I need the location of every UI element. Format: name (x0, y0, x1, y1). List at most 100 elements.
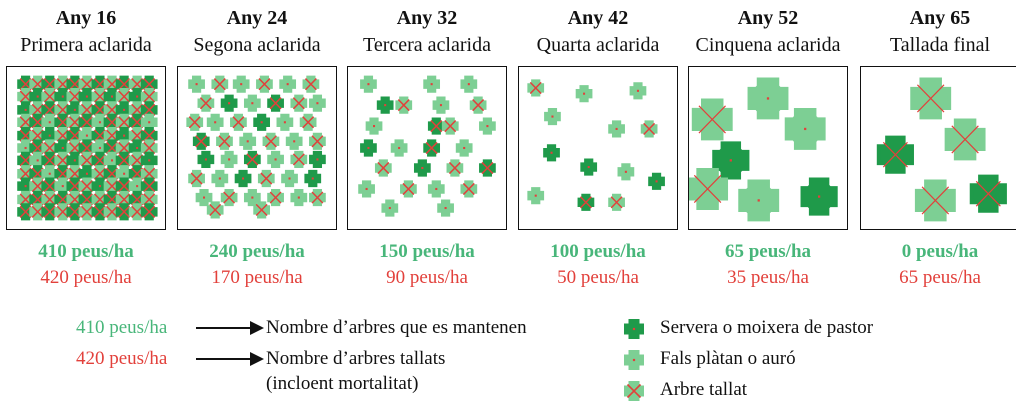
felled-tree (290, 150, 308, 169)
felled-tree (944, 118, 986, 161)
felled-tree (446, 159, 464, 177)
kept-count: 0 peus/ha (901, 241, 979, 262)
felled-tree (115, 87, 133, 106)
felled-tree (608, 193, 625, 211)
felled-tree (78, 113, 96, 131)
legend-felled: Arbre tallat (660, 379, 748, 400)
light-tree (309, 94, 326, 112)
light-tree (220, 150, 238, 169)
felled-tree (267, 94, 284, 112)
light-tree (455, 139, 473, 157)
light-tree (188, 75, 205, 93)
light-tree (784, 107, 826, 150)
cut-count: 170 peus/ha (211, 267, 303, 288)
dark-tree (376, 96, 394, 114)
felled-tree (577, 193, 595, 211)
kept-count: 65 peus/ha (724, 241, 812, 262)
dark-tree (413, 159, 431, 177)
dark-tree (712, 141, 750, 180)
felled-tree (211, 75, 229, 93)
felled-tree (640, 120, 658, 138)
light-tree (267, 150, 284, 169)
felled-tree (691, 98, 733, 141)
felled-tree (243, 150, 261, 169)
felled-tree (41, 203, 59, 221)
light-tree (527, 187, 545, 205)
felled-tree (253, 201, 271, 219)
stage-year: Any 32 (396, 7, 458, 29)
felled-tree (115, 203, 133, 221)
felled-tree (41, 87, 59, 106)
kept-count: 240 peus/ha (209, 241, 305, 262)
light-tree (617, 163, 635, 181)
legend-cut-example: 420 peus/ha (76, 348, 168, 369)
felled-tree (309, 188, 326, 207)
felled-tree (910, 77, 952, 120)
light-tree (437, 199, 454, 217)
light-tree (243, 188, 261, 207)
felled-tree (41, 151, 59, 169)
light-tree (365, 117, 383, 135)
legend-species-light: Fals plàtan o auró (660, 348, 796, 369)
felled-tree (115, 177, 133, 195)
felled-tree (302, 75, 320, 93)
felled-tree (427, 117, 445, 135)
felled-tree (460, 180, 478, 198)
light-tree (290, 188, 308, 207)
dark-tree (580, 158, 598, 176)
dark-tree (253, 113, 271, 131)
felled-tree (262, 132, 280, 150)
legend-cut-desc: Nombre d’arbres tallats (266, 348, 446, 369)
legend-light-tree-icon (624, 350, 644, 370)
light-tree (41, 113, 59, 131)
stage-year: Any 42 (567, 7, 629, 29)
light-tree (281, 169, 298, 188)
felled-tree (140, 87, 158, 106)
light-tree (575, 85, 593, 103)
cut-count: 35 peus/ha (727, 267, 809, 288)
stand-plot (177, 66, 337, 230)
light-tree (279, 75, 297, 93)
felled-tree (256, 75, 273, 93)
dark-tree (309, 150, 326, 169)
cut-count: 90 peus/ha (386, 267, 468, 288)
stand-plot (688, 66, 848, 230)
felled-tree (197, 94, 215, 112)
felled-tree (78, 177, 96, 195)
felled-tree (140, 177, 158, 195)
stage-name: Quarta aclarida (536, 34, 660, 56)
felled-tree (969, 174, 1007, 213)
dark-tree (197, 150, 215, 169)
dark-tree (304, 169, 322, 188)
felled-tree (115, 113, 133, 131)
felled-tree (290, 94, 308, 112)
felled-tree (479, 159, 496, 177)
light-tree (381, 199, 399, 217)
light-tree (544, 107, 561, 126)
dark-tree (78, 87, 96, 106)
light-tree (232, 75, 250, 93)
light-tree (360, 75, 377, 93)
light-tree (423, 75, 441, 93)
dark-tree (800, 177, 838, 216)
stand-plot (518, 66, 678, 230)
felled-tree (216, 132, 233, 150)
kept-count: 410 peus/ha (38, 241, 134, 262)
dark-tree (648, 172, 665, 190)
light-tree (285, 132, 303, 150)
felled-tree (689, 168, 729, 210)
stage-year: Any 65 (909, 7, 971, 29)
felled-tree (299, 113, 317, 131)
felled-tree (395, 96, 413, 114)
kept-count: 150 peus/ha (379, 241, 475, 262)
felled-tree (309, 132, 326, 150)
felled-tree (206, 201, 224, 219)
stage-name: Cinquena aclarida (695, 34, 841, 56)
legend-kept-arrow (196, 321, 264, 335)
felled-tree (527, 79, 545, 97)
felled-tree (186, 113, 204, 131)
felled-tree-symbol (624, 381, 644, 401)
legend-dark-tree-icon (624, 319, 644, 339)
